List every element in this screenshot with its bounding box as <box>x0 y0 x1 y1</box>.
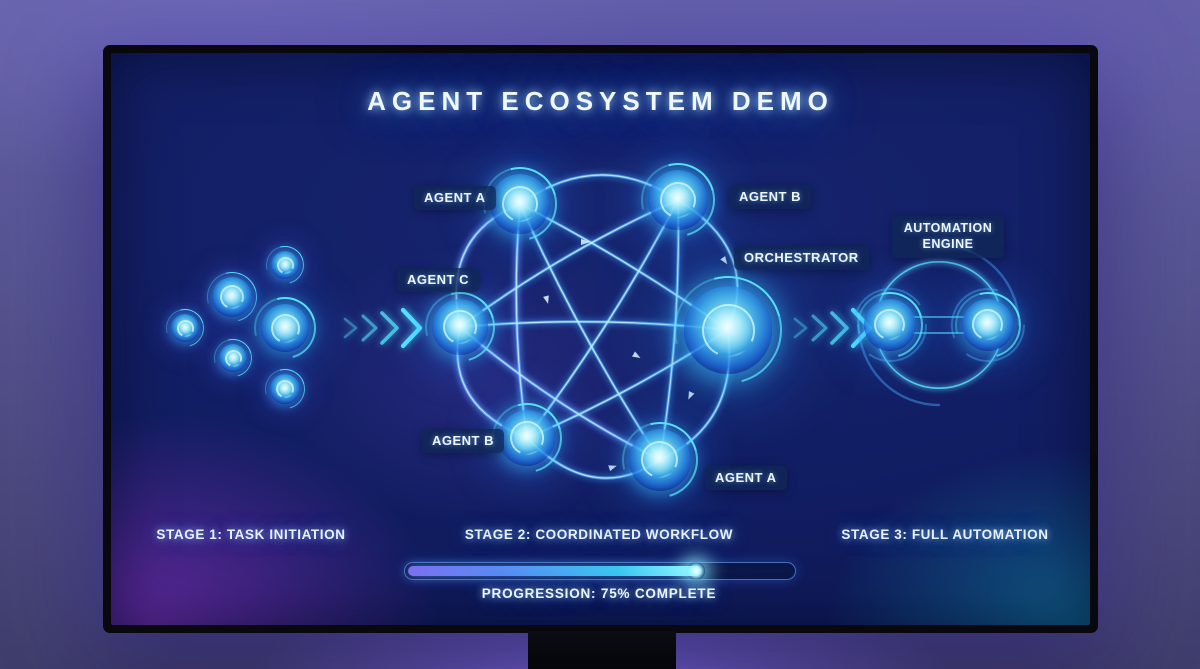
agent-label-a-top: AGENT A <box>414 186 496 210</box>
progress-fill <box>408 562 704 580</box>
agent-label-b-bottom: AGENT B <box>422 429 504 453</box>
agent-label-c: AGENT C <box>397 268 479 292</box>
task-node-1 <box>271 251 299 279</box>
stream-sparks <box>543 239 728 472</box>
agent-label-b-top: AGENT B <box>729 185 811 209</box>
stage3-caption: STAGE 3: FULL AUTOMATION <box>841 527 1049 542</box>
progress-bar <box>404 562 796 580</box>
task-node-4 <box>261 304 309 352</box>
task-node-2 <box>212 277 252 317</box>
agent-node-c <box>432 299 488 355</box>
fast-forward-icon-stage1 <box>343 307 423 349</box>
engine-node-right <box>962 299 1014 351</box>
agent-node-b-top <box>648 170 708 230</box>
task-node-3 <box>171 314 199 342</box>
orchestrator-label: ORCHESTRATOR <box>734 246 869 270</box>
agent-node-a-bottom <box>629 429 691 491</box>
monitor-stand <box>528 631 676 669</box>
automation-engine-label: AUTOMATION ENGINE <box>892 216 1004 258</box>
agent-label-a-bottom: AGENT A <box>705 466 787 490</box>
task-node-5 <box>219 344 247 372</box>
progress-label: PROGRESSION: 75% COMPLETE <box>481 586 717 601</box>
stage2-caption: STAGE 2: COORDINATED WORKFLOW <box>464 527 734 542</box>
agent-node-b-bottom <box>499 410 555 466</box>
orchestrator-node <box>684 286 772 374</box>
page-title: AGENT ECOSYSTEM DEMO <box>367 86 834 116</box>
task-node-6 <box>270 374 300 404</box>
agent-node-a-top <box>490 174 550 234</box>
demo-screen: AGENT ECOSYSTEM DEMO <box>111 53 1090 625</box>
stage1-caption: STAGE 1: TASK INITIATION <box>156 527 346 542</box>
engine-node-left <box>864 299 916 351</box>
